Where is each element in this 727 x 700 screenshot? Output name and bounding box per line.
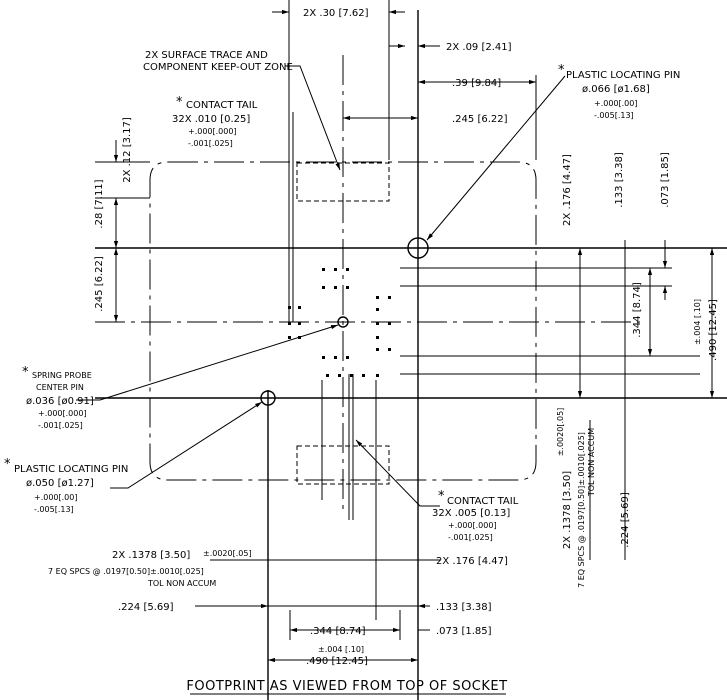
drawing-title: FOOTPRINT AS VIEWED FROM TOP OF SOCKET bbox=[186, 679, 507, 694]
dimension-lines bbox=[95, 0, 715, 663]
spring-probe-tol-minus: -.001[.025] bbox=[38, 421, 83, 430]
asterisk-contact-tail-top: * bbox=[176, 95, 183, 110]
dim-bot-344: .344 [8.74] bbox=[310, 626, 366, 637]
dim-bot-2x-176: 2X .176 [4.47] bbox=[436, 556, 508, 567]
contact-tail-top-tol-plus: +.000[.000] bbox=[188, 127, 237, 136]
contact-tail-bottom-title: CONTACT TAIL bbox=[447, 496, 519, 507]
pin-left-title: PLASTIC LOCATING PIN bbox=[14, 464, 128, 475]
pin-right-tol-plus: +.000[.00] bbox=[594, 99, 637, 108]
contact-tail-bottom-tol-plus: +.000[.000] bbox=[448, 521, 497, 530]
dim-top-39: .39 [9.84] bbox=[452, 78, 501, 89]
pin-right-tol-minus: -.005[.13] bbox=[594, 111, 634, 120]
dim-right-1378-tol: ±.0020[.05] bbox=[556, 408, 565, 457]
dim-bot-490: .490 [12.45] bbox=[306, 656, 368, 667]
contact-tail-top-dim: 32X .010 [0.25] bbox=[172, 114, 250, 125]
dim-right-1378: 2X .1378 [3.50] bbox=[562, 471, 573, 549]
dim-bot-1378-tol: ±.0020[.05] bbox=[203, 549, 252, 558]
socket-outline bbox=[149, 161, 537, 481]
dim-bot-133: .133 [3.38] bbox=[436, 602, 492, 613]
pin-right-title: PLASTIC LOCATING PIN bbox=[566, 70, 680, 81]
leader-lines bbox=[76, 65, 566, 507]
contact-tail-top-tol-minus: -.001[.025] bbox=[188, 139, 233, 148]
dim-right-133: .133 [3.38] bbox=[614, 152, 625, 208]
dim-right-2x-176: 2X .176 [4.47] bbox=[562, 154, 573, 226]
pin-left-tol-plus: +.000[.00] bbox=[34, 493, 77, 502]
dim-right-344: .344 [8.74] bbox=[632, 282, 643, 338]
spring-probe-dim: ø.036 [ø0.91] bbox=[26, 396, 94, 407]
dim-top-245: .245 [6.22] bbox=[452, 114, 508, 125]
dim-left-245: .245 [6.22] bbox=[94, 256, 105, 312]
asterisk-contact-tail-bottom: * bbox=[438, 489, 445, 504]
contact-tail-top-title: CONTACT TAIL bbox=[186, 100, 258, 111]
asterisk-spring-probe: * bbox=[22, 365, 29, 380]
dim-top-2x-09: 2X .09 [2.41] bbox=[446, 42, 512, 53]
dim-bot-tol-non-accum: TOL NON ACCUM bbox=[147, 579, 216, 588]
dim-right-tol-non-accum: TOL NON ACCUM bbox=[587, 428, 596, 497]
dim-bot-004: ±.004 [.10] bbox=[318, 645, 364, 654]
asterisk-pin-left: * bbox=[4, 457, 11, 472]
pin-left-tol-minus: -.005[.13] bbox=[34, 505, 74, 514]
dim-left-28: .28 [7.11] bbox=[94, 179, 105, 228]
dim-right-490: .490 [12.45] bbox=[708, 299, 719, 361]
keepout-label-1: 2X SURFACE TRACE AND bbox=[145, 50, 268, 61]
spring-probe-line2: CENTER PIN bbox=[36, 383, 84, 392]
spring-probe-center-pin bbox=[337, 316, 349, 328]
dim-bot-224: .224 [5.69] bbox=[118, 602, 174, 613]
pin-right-dim: ø.066 [ø1.68] bbox=[582, 84, 650, 95]
dim-right-004: ±.004 [.10] bbox=[693, 299, 702, 345]
plastic-locating-pin-left bbox=[260, 390, 276, 406]
dim-bot-073: .073 [1.85] bbox=[436, 626, 492, 637]
dim-right-073: .073 [1.85] bbox=[660, 152, 671, 208]
spring-probe-line1: SPRING PROBE bbox=[32, 371, 92, 380]
dim-left-2x-12: 2X .12 [3.17] bbox=[122, 117, 133, 183]
spring-probe-tol-plus: +.000[.000] bbox=[38, 409, 87, 418]
plastic-locating-pin-right bbox=[407, 237, 429, 259]
pin-left-dim: ø.050 [ø1.27] bbox=[26, 478, 94, 489]
contact-tail-bottom-dim: 32X .005 [0.13] bbox=[432, 508, 510, 519]
dim-right-224: .224 [5.69] bbox=[620, 492, 631, 548]
dim-right-eq-spcs: 7 EQ SPCS @ .0197[0.50]±.0010[.025] bbox=[577, 432, 586, 588]
dim-bot-eq-spcs: 7 EQ SPCS @ .0197[0.50]±.0010[.025] bbox=[48, 567, 204, 576]
keepout-label-2: COMPONENT KEEP-OUT ZONE bbox=[143, 62, 293, 73]
dim-top-2x-30: 2X .30 [7.62] bbox=[303, 8, 369, 19]
contact-tail-bottom-tol-minus: -.001[.025] bbox=[448, 533, 493, 542]
dim-bot-1378: 2X .1378 [3.50] bbox=[112, 550, 190, 561]
asterisk-pin-right: * bbox=[558, 63, 565, 78]
